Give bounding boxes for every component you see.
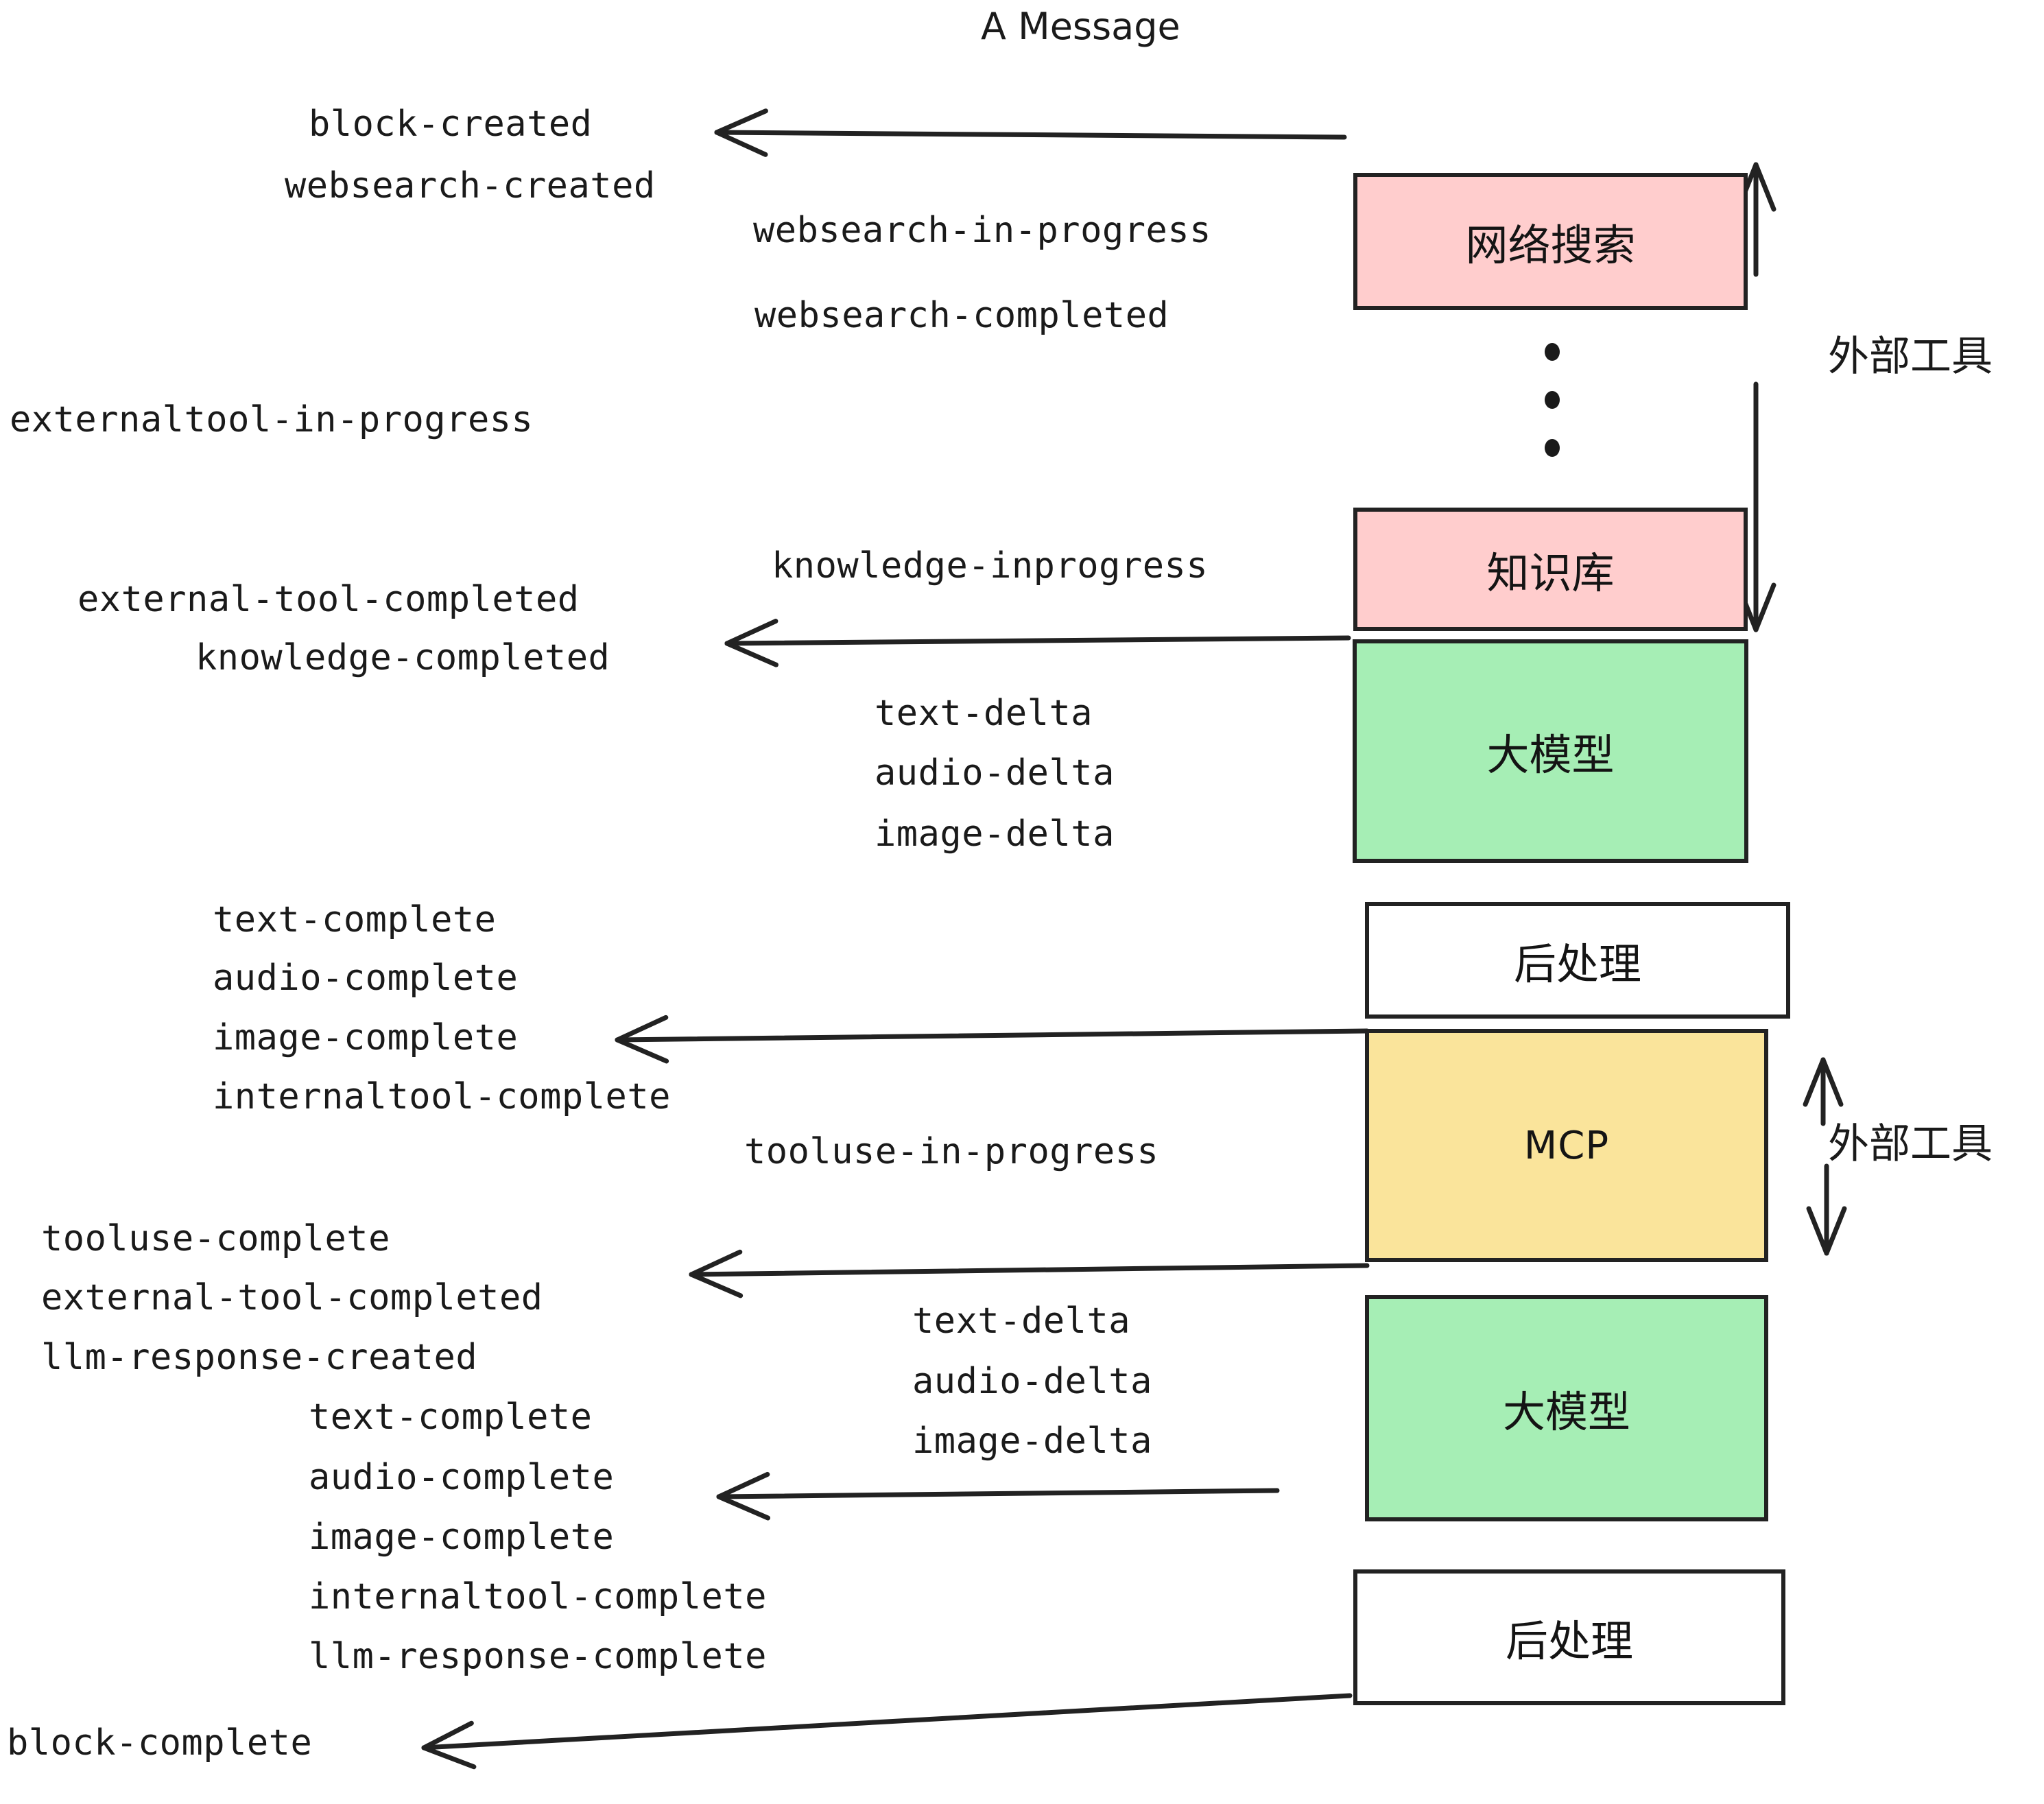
event-label-knowledge-inprogress: knowledge-inprogress [772,545,1209,586]
event-label-external-tool-completed-1: external-tool-completed [78,579,580,620]
arrow-tooluse-complete-head-0 [689,1272,744,1298]
box-postprocess-top: 后处理 [1365,902,1790,1019]
event-label-audio-delta-2: audio-delta [912,1361,1152,1402]
page-title: A Message [981,5,1180,48]
arrow-line-arrow-tooluse-complete [689,1263,1370,1277]
event-label-tooluse-in-progress: tooluse-in-progress [744,1131,1159,1172]
event-label-text-delta-1: text-delta [875,693,1093,734]
ellipsis-dot [1545,391,1560,409]
event-label-audio-complete-2: audio-complete [309,1457,615,1498]
box-websearch: 网络搜索 [1353,173,1748,310]
arrow-audio-complete-head-0 [716,1494,771,1521]
box-label-llm-top: 大模型 [1486,730,1615,780]
arrow-block-created-head-1 [714,108,768,135]
vertical-ellipsis-icon [1545,343,1560,487]
bracket-upper-up-head-1 [1753,162,1776,212]
arrow-line-arrow-audio-complete [716,1488,1280,1499]
event-label-external-tool-completed-2: external-tool-completed [41,1277,543,1318]
event-label-image-complete-1: image-complete [213,1017,519,1058]
arrow-block-complete-head-1 [421,1720,474,1750]
event-label-text-complete-1: text-complete [213,899,497,940]
event-label-block-created: block-created [309,104,593,145]
bracket-lower-down-head-0 [1824,1206,1847,1256]
side-label-external-tool-upper: 外部工具 [1828,333,1993,381]
event-label-audio-complete-1: audio-complete [213,958,519,999]
event-label-llm-response-created: llm-response-created [41,1337,478,1378]
event-label-internaltool-complete-1: internaltool-complete [213,1076,671,1117]
arrow-knowledge-completed-head-1 [724,619,779,646]
box-label-mcp: MCP [1523,1123,1610,1168]
arrow-line-arrow-knowledge-completed [724,635,1351,646]
event-label-tooluse-complete: tooluse-complete [41,1218,390,1259]
event-label-websearch-completed: websearch-completed [754,295,1169,336]
box-label-websearch: 网络搜索 [1465,220,1636,270]
event-label-websearch-in-progress: websearch-in-progress [753,210,1211,251]
event-label-audio-delta-1: audio-delta [875,752,1115,794]
event-label-externaltool-in-progress: externaltool-in-progress [10,399,534,440]
arrow-block-created-head-0 [714,130,768,157]
box-label-knowledge: 知识库 [1486,548,1615,598]
arrow-knowledge-completed-head-0 [724,641,779,667]
box-postprocess-bottom: 后处理 [1353,1569,1785,1705]
box-llm-top: 大模型 [1353,639,1748,863]
arrow-tooluse-complete-head-1 [689,1249,743,1277]
event-label-internaltool-complete-2: internaltool-complete [309,1576,767,1617]
event-label-text-delta-2: text-delta [912,1301,1131,1342]
event-label-block-complete: block-complete [7,1722,313,1764]
box-mcp: MCP [1365,1029,1768,1262]
box-knowledge: 知识库 [1353,508,1748,631]
arrow-line-arrow-image-complete [615,1028,1370,1043]
arrow-line-arrow-block-complete [421,1693,1353,1750]
side-label-external-tool-lower: 外部工具 [1828,1120,1993,1168]
arrow-block-complete-head-0 [421,1745,477,1770]
box-label-llm-bottom: 大模型 [1502,1387,1630,1437]
event-label-image-delta-1: image-delta [875,814,1115,855]
event-label-websearch-created: websearch-created [285,165,656,206]
arrow-image-complete-head-0 [615,1037,669,1064]
box-label-postprocess-top: 后处理 [1513,939,1641,989]
event-label-text-complete-2: text-complete [309,1397,593,1438]
box-label-postprocess-bottom: 后处理 [1505,1616,1633,1666]
arrow-line-arrow-block-created [714,130,1347,140]
bracket-lower-down-head-1 [1806,1206,1829,1256]
event-label-image-delta-2: image-delta [912,1421,1152,1462]
bracket-lower-up-head-1 [1820,1057,1844,1107]
box-llm-bottom: 大模型 [1365,1295,1768,1521]
bracket-lower-up-head-0 [1803,1057,1826,1107]
bracket-upper-down-head-0 [1753,582,1776,632]
ellipsis-dot [1545,343,1560,361]
event-label-llm-response-complete: llm-response-complete [309,1636,767,1677]
event-label-knowledge-completed: knowledge-completed [195,637,610,678]
arrow-image-complete-head-1 [615,1014,669,1043]
arrow-audio-complete-head-1 [716,1471,770,1499]
event-label-image-complete-2: image-complete [309,1517,615,1558]
ellipsis-dot [1545,439,1560,457]
